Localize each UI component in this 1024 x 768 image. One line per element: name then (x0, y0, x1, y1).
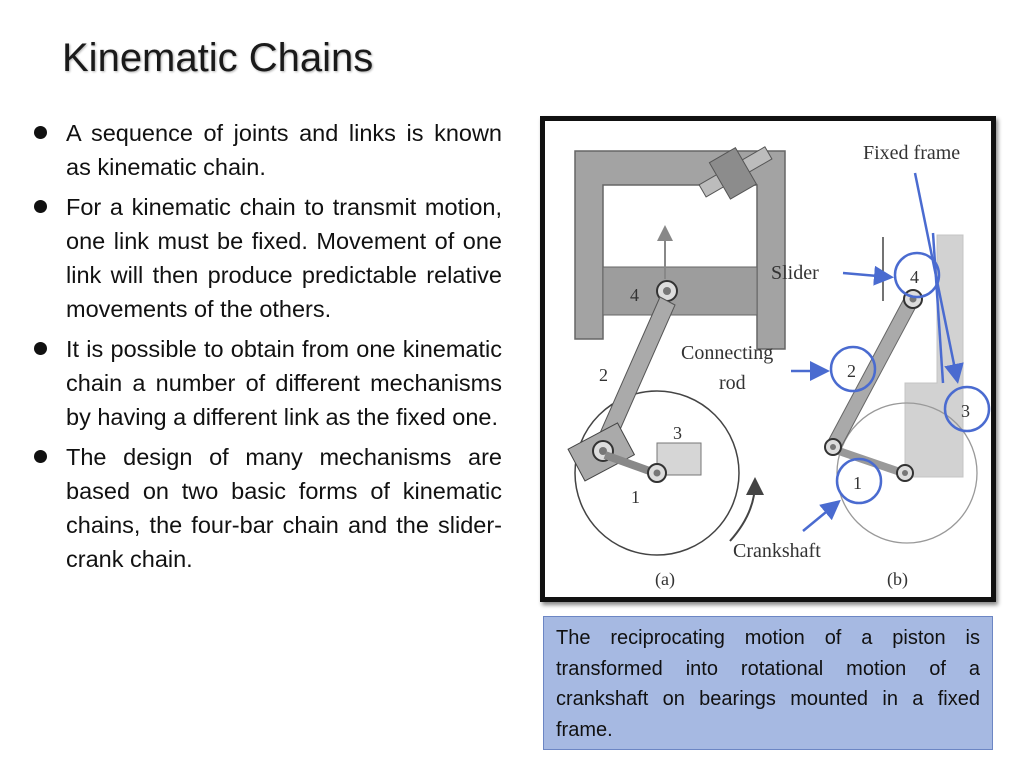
link-2-highlight (829, 345, 877, 393)
bullet-text: A sequence of joints and links is known … (66, 120, 502, 180)
panel-a-drawing (567, 146, 786, 556)
link-number-b: 3 (961, 401, 970, 421)
crankshaft-label: Crankshaft (733, 540, 821, 562)
link-number-a: 3 (673, 423, 682, 443)
fixed-frame-label: Fixed frame (863, 142, 960, 164)
bullet-text: For a kinematic chain to transmit motion… (66, 194, 502, 322)
bullet-dot-icon (34, 450, 47, 463)
link-number-a: 1 (631, 487, 640, 507)
bullet-item: A sequence of joints and links is known … (34, 116, 502, 184)
link-number-b: 2 (847, 361, 856, 381)
connecting-rod-label-1: Connecting (681, 342, 773, 364)
crankshaft-arrow (802, 499, 841, 532)
connecting-rod-label-2: rod (719, 372, 746, 394)
link-number-b: 4 (910, 267, 919, 287)
link-number-b: 1 (853, 473, 862, 493)
link-1-highlight (835, 457, 883, 505)
figure-caption: The reciprocating motion of a piston is … (543, 616, 993, 750)
panel-a-label: (a) (655, 569, 675, 590)
fixed-frame-line (931, 232, 945, 384)
bullet-dot-icon (34, 200, 47, 213)
bullet-dot-icon (34, 126, 47, 139)
bullet-item: The design of many mechanisms are based … (34, 440, 502, 576)
slider-arrow (842, 265, 894, 286)
bullet-item: For a kinematic chain to transmit motion… (34, 190, 502, 326)
link-number-a: 2 (599, 365, 608, 385)
slider-label: Slider (771, 262, 819, 284)
bullet-item: It is possible to obtain from one kinema… (34, 332, 502, 434)
link-number-a: 4 (630, 285, 639, 305)
panel-b-label: (b) (887, 569, 908, 590)
panel-b-drawing (824, 234, 978, 544)
bullet-text: It is possible to obtain from one kinema… (66, 336, 502, 430)
bullet-text: The design of many mechanisms are based … (66, 444, 502, 572)
bullet-dot-icon (34, 342, 47, 355)
slider-crank-figure: Fixed frame Slider Connecting rod Cranks… (540, 116, 996, 602)
mechanism-diagram: Fixed frame Slider Connecting rod Cranks… (567, 142, 991, 590)
bullet-list: A sequence of joints and links is known … (34, 116, 502, 582)
link-4-highlight (893, 251, 941, 299)
slide-title: Kinematic Chains (62, 36, 374, 80)
link-3-highlight (943, 385, 991, 433)
